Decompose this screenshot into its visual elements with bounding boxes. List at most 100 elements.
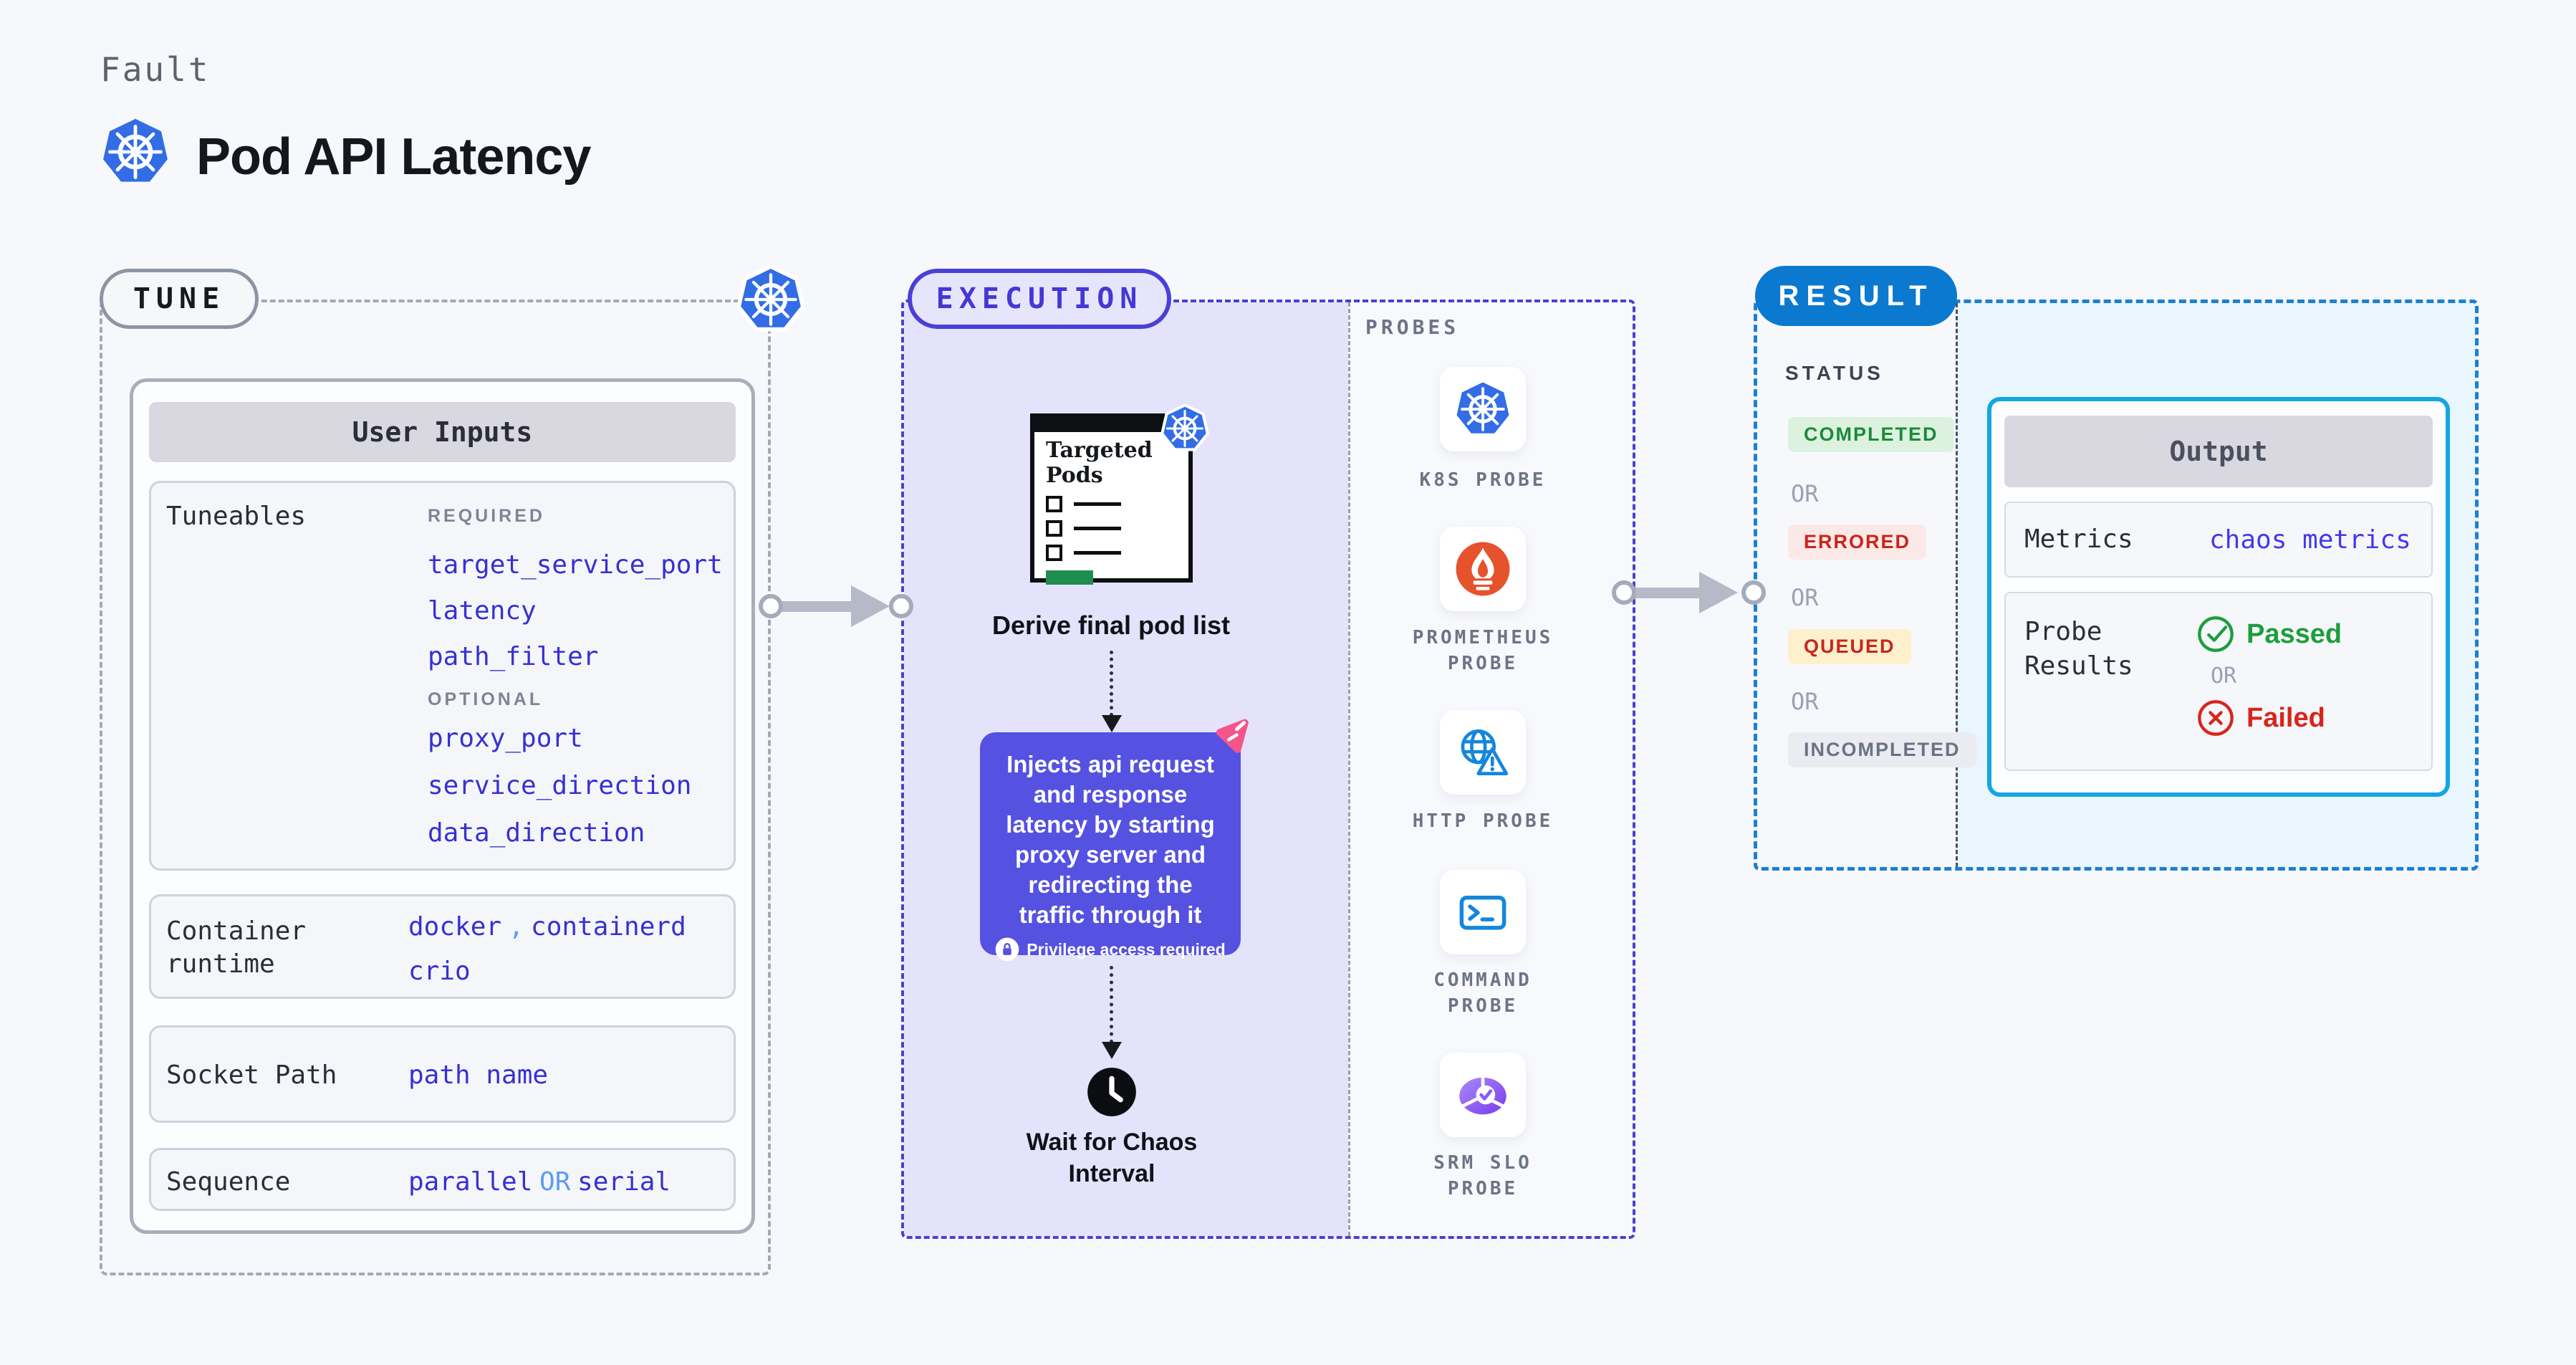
tuneable-optional-item: service_direction [428,771,692,800]
checkbox-icon [1046,520,1062,537]
kubernetes-icon [101,118,170,186]
connector-dot [1612,580,1636,605]
inject-description-box: Injects api request and response latency… [980,732,1241,955]
tuneables-card: Tuneables REQUIRED target_service_port l… [149,481,736,871]
targeted-pods-figure: Targeted Pods [1030,413,1193,585]
container-runtime-values: crio [408,957,471,986]
list-line [1074,551,1121,555]
execution-to-result-arrow [1633,588,1702,598]
check-circle-icon [2196,615,2235,653]
tuneable-required-item: target_service_port [428,550,723,580]
checkbox-icon [1046,496,1062,512]
required-label: REQUIRED [428,506,545,526]
sequence-option: parallel [408,1167,533,1197]
slo-donut-check-icon [1455,1067,1511,1123]
probe-label: SRM SLO PROBE [1433,1152,1532,1199]
probe-results-row: Probe Results Passed OR Failed [2004,592,2433,771]
tuneable-optional-item: proxy_port [428,724,583,753]
tune-stage-badge: TUNE [100,269,259,329]
runtime-separator: , [508,912,524,942]
status-badge-queued: QUEUED [1788,629,1911,664]
flow-arrowhead [1102,715,1122,732]
runtime-value: docker [408,912,502,942]
status-badge-incompleted: INCOMPLETED [1788,732,1976,767]
x-circle-icon [2196,699,2235,737]
output-card: Output Metrics chaos metrics Probe Resul… [1987,397,2450,797]
list-line [1074,502,1121,506]
tune-to-execution-arrow [779,601,854,612]
connector-dot [889,594,913,618]
green-button-bar [1046,570,1093,585]
or-label: OR [1791,688,1819,715]
container-runtime-label: Container runtime [166,916,307,979]
terminal-icon [1455,884,1511,940]
output-title: Output [2004,416,2433,487]
user-inputs-title: User Inputs [149,402,736,462]
probe-label: COMMAND PROBE [1433,969,1532,1017]
http-globe-warning-icon [1455,724,1511,780]
tuneable-optional-item: data_direction [428,818,645,848]
derive-pod-list-label: Derive final pod list [991,610,1231,640]
runtime-value: crio [408,957,471,986]
or-label: OR [1791,480,1819,507]
connector-dot [759,594,783,618]
clock-icon [1086,1066,1138,1118]
execution-stage-badge: EXECUTION [908,269,1171,329]
flow-dotted-line [1110,651,1113,717]
metrics-value: chaos metrics [2209,525,2411,555]
socket-path-code: path name [408,1060,549,1090]
connector-dot [1741,580,1766,605]
container-runtime-card: Container runtime docker , containerd cr… [149,894,736,999]
probe-label: HTTP PROBE [1412,810,1554,832]
sequence-option: serial [577,1167,671,1197]
pod-list-item [1046,545,1177,561]
fault-kicker: Fault [100,50,211,89]
probe-card-http [1440,710,1526,795]
kubernetes-icon [1160,404,1209,453]
privilege-label: Privilege access required [1027,939,1226,959]
sequence-or: OR [539,1167,571,1197]
wait-chaos-interval-label: Wait for Chaos Interval [1026,1129,1198,1187]
probe-label: K8S PROBE [1419,469,1547,491]
targeted-pods-title: Targeted Pods [1046,438,1153,488]
page-title: Pod API Latency [196,128,591,186]
metrics-label: Metrics [2024,525,2133,554]
lock-icon [995,937,1019,962]
chaos-litmus-icon [1213,718,1254,758]
probe-label: PROMETHEUS PROBE [1412,627,1554,674]
container-runtime-values: docker , containerd [408,912,686,942]
sequence-card: Sequence parallel OR serial [149,1148,736,1211]
probes-heading: PROBES [1365,315,1460,339]
socket-path-card: Socket Path path name [149,1025,736,1123]
probe-card-command [1440,870,1526,954]
probe-card-srm-slo [1440,1053,1526,1137]
probe-card-k8s [1440,367,1526,451]
sequence-value: parallel OR serial [408,1167,671,1197]
pod-list-item [1046,520,1177,537]
prometheus-icon [1455,541,1511,597]
metrics-row: Metrics chaos metrics [2004,502,2433,578]
status-heading: STATUS [1785,362,1884,384]
inject-description: Injects api request and response latency… [1006,751,1215,928]
passed-label: Passed [2246,618,2342,649]
execution-to-result-arrowhead [1699,572,1738,613]
user-inputs-panel: User Inputs Tuneables REQUIRED target_se… [130,378,755,1234]
kubernetes-icon [1455,381,1511,437]
pod-list-item [1046,496,1177,512]
tuneable-required-item: path_filter [428,642,599,671]
or-label: OR [2211,664,2237,689]
or-label: OR [1791,584,1819,611]
status-badge-errored: ERRORED [1788,525,1927,560]
runtime-value: containerd [531,912,686,942]
tune-to-execution-arrowhead [851,585,890,627]
kubernetes-icon [736,265,805,334]
sequence-label: Sequence [166,1167,291,1197]
window-bar [1034,418,1188,432]
tuneable-required-item: latency [428,596,537,626]
failed-label: Failed [2246,702,2325,733]
list-line [1074,527,1121,530]
status-badge-completed: COMPLETED [1788,417,1954,452]
probe-card-prometheus [1440,527,1526,611]
tune-section-box [100,300,771,1275]
probe-results-label: Probe Results [2024,617,2133,681]
